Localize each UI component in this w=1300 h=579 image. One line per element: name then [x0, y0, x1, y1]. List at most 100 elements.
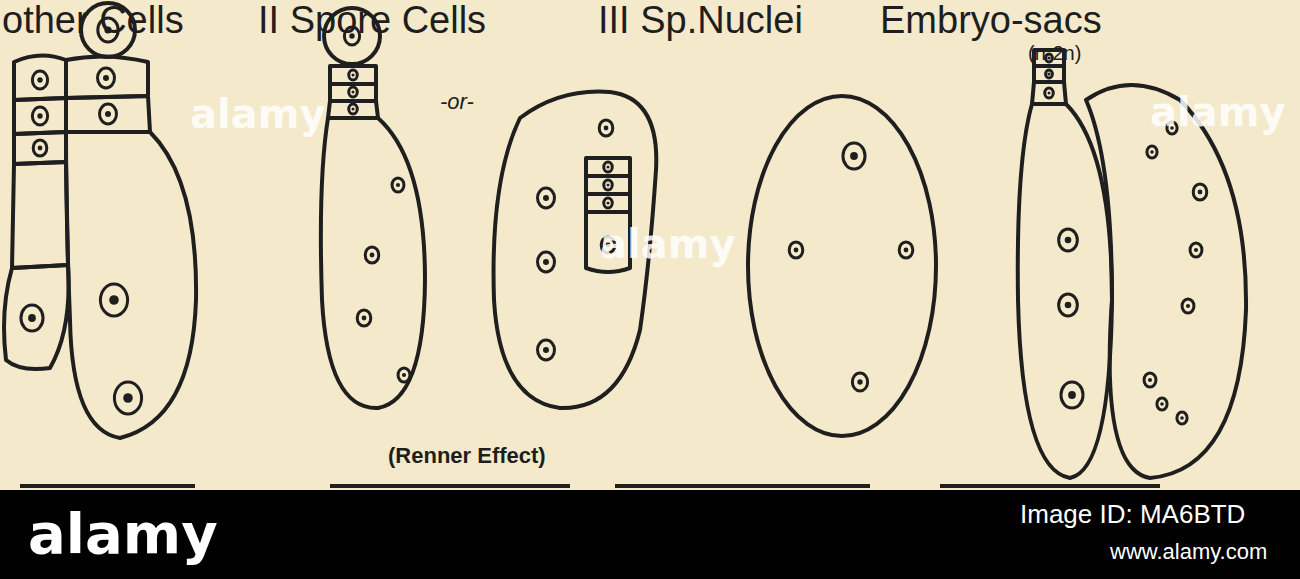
nucleus: [1061, 382, 1083, 408]
nucleus-ring: [357, 310, 371, 326]
cell-outline: [66, 96, 150, 132]
nucleus-ring: [1059, 294, 1078, 316]
nucleus: [398, 368, 410, 382]
nucleolus: [37, 113, 42, 118]
nucleus-ring: [604, 198, 613, 208]
nuclei: [21, 18, 1207, 424]
cell-outline: [321, 118, 425, 408]
nucleus-ring: [538, 188, 555, 208]
nucleolus: [352, 74, 355, 77]
or-note: -or-: [440, 90, 474, 114]
cell-outline: [586, 176, 630, 194]
cell-outline: [12, 162, 68, 268]
nucleus-ring: [32, 71, 47, 89]
cell-outline: [748, 96, 936, 436]
nucleolus: [402, 373, 406, 377]
cell-outline: [586, 194, 630, 212]
watermark: alamy: [1150, 90, 1285, 134]
nucleolus: [543, 259, 549, 265]
nucleus-ring: [852, 373, 867, 391]
nucleolus: [103, 75, 109, 81]
nucleus-ring: [398, 368, 410, 382]
nucleus: [100, 284, 127, 316]
nucleus: [843, 143, 865, 169]
column-heading: II Spore Cells: [258, 0, 486, 42]
nucleus-ring: [604, 162, 613, 172]
nucleus-ring: [392, 178, 404, 192]
nucleus: [1046, 70, 1053, 78]
nucleus-ring: [1157, 398, 1167, 410]
nucleus: [789, 242, 803, 258]
column-heading: other Cells: [2, 0, 184, 42]
nucleus-ring: [1177, 412, 1187, 424]
nucleolus: [370, 253, 375, 258]
nucleus-ring: [1144, 373, 1156, 387]
rule: [330, 484, 570, 488]
nucleus: [114, 382, 141, 414]
nucleus: [100, 104, 117, 124]
nucleolus: [543, 347, 549, 353]
nucleolus: [352, 91, 355, 94]
cell-outline: [1034, 66, 1064, 82]
rule: [940, 484, 1160, 488]
nucleolus: [1198, 190, 1203, 195]
nucleus: [1045, 88, 1054, 98]
nucleus-ring: [98, 68, 115, 88]
nucleolus: [543, 195, 549, 201]
nucleus-ring: [1147, 146, 1157, 158]
nucleus: [349, 104, 358, 114]
nucleolus: [1148, 378, 1152, 382]
nucleus-ring: [538, 252, 555, 272]
nucleus-ring: [599, 120, 613, 136]
nucleus-ring: [1182, 299, 1194, 313]
nucleus: [1144, 373, 1156, 387]
nucleolus: [850, 152, 858, 160]
nucleolus: [857, 379, 862, 384]
nucleus-ring: [843, 143, 865, 169]
cell-outline: [330, 84, 376, 101]
nucleolus: [607, 184, 610, 187]
nucleolus: [1194, 248, 1198, 252]
cell-outline: [14, 98, 66, 134]
cell-outline: [1032, 82, 1066, 104]
nucleus-ring: [349, 70, 358, 80]
cell-outline: [1086, 85, 1246, 478]
nucleolus: [362, 316, 367, 321]
rule: [615, 484, 870, 488]
nucleus-ring: [21, 305, 43, 331]
nucleus-ring: [114, 382, 141, 414]
nucleolus: [1065, 302, 1072, 309]
nucleus-ring: [100, 284, 127, 316]
nucleus: [604, 198, 613, 208]
logo: alamy: [28, 503, 218, 565]
nucleus: [98, 68, 115, 88]
cell-outline: [4, 265, 69, 369]
cell-outline: [66, 56, 148, 98]
nucleus: [538, 340, 555, 360]
nucleus-ring: [1193, 184, 1207, 200]
nucleus-ring: [33, 140, 47, 156]
nucleolus: [794, 248, 799, 253]
nucleus-ring: [349, 87, 358, 97]
nucleolus: [109, 295, 119, 305]
cell-outline: [1018, 104, 1112, 478]
nucleolus: [1180, 416, 1184, 420]
nucleus: [1059, 229, 1078, 251]
nucleus-ring: [789, 242, 803, 258]
watermark: alamy: [600, 222, 735, 266]
cell-outline: [14, 55, 66, 100]
nucleus: [32, 71, 47, 89]
nucleus-ring: [32, 107, 47, 125]
nucleolus: [607, 166, 610, 169]
nucleus: [538, 188, 555, 208]
nucleolus: [1065, 237, 1072, 244]
nucleus-ring: [538, 340, 555, 360]
nucleus: [1177, 412, 1187, 424]
nucleus: [1182, 299, 1194, 313]
nucleolus: [1186, 304, 1190, 308]
nucleolus: [28, 314, 36, 322]
column-heading: III Sp.Nuclei: [598, 0, 803, 42]
nucleus-ring: [1045, 88, 1054, 98]
nucleus-ring: [349, 104, 358, 114]
